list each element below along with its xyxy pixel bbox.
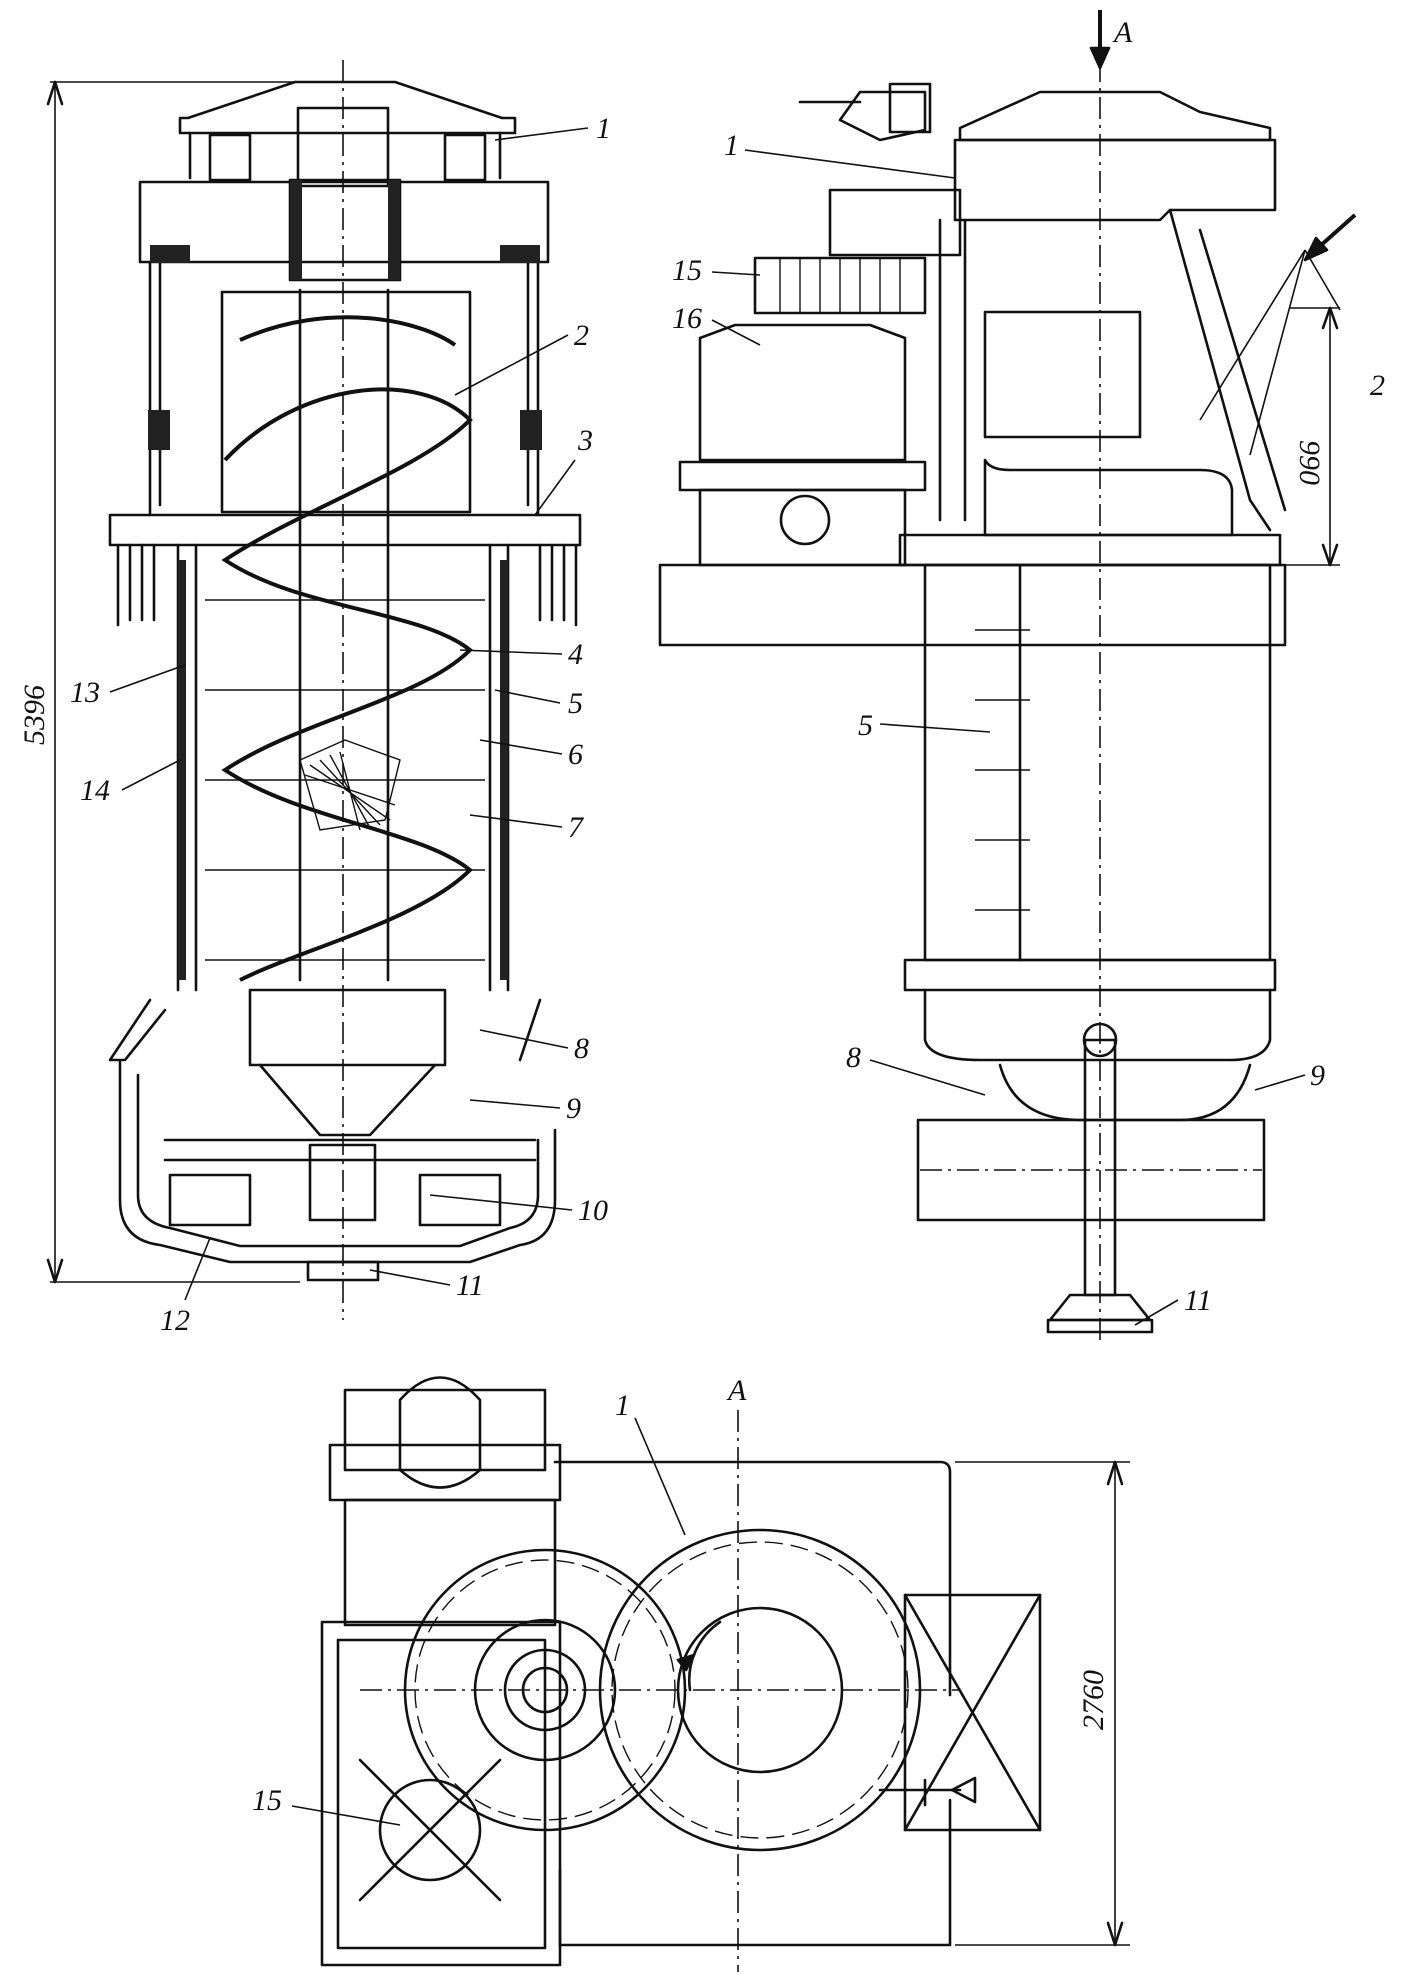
offset-dimension-label: 990 <box>1293 440 1326 485</box>
callout-14: 14 <box>80 774 110 807</box>
callout-12: 12 <box>160 1304 190 1337</box>
callout-13: 13 <box>70 676 100 709</box>
callout-2: 2 <box>574 319 589 352</box>
plan-view: A <box>252 1374 1130 1972</box>
callout-1: 1 <box>596 112 611 145</box>
callout-4: 4 <box>568 638 583 671</box>
height-dimension-label: 5396 <box>18 685 51 745</box>
callout-9: 9 <box>566 1092 581 1125</box>
callout-10: 10 <box>578 1194 608 1227</box>
view-mark-a-plan: A <box>726 1374 747 1407</box>
callout-5: 5 <box>568 687 583 720</box>
side-callout-8: 8 <box>846 1041 861 1074</box>
side-view: A <box>658 10 1385 1340</box>
plan-callout-1: 1 <box>615 1389 630 1422</box>
side-callout-16: 16 <box>672 302 702 335</box>
width-dimension-label: 2760 <box>1077 1670 1110 1730</box>
side-callout-11: 11 <box>1184 1284 1212 1317</box>
callout-3: 3 <box>577 424 593 457</box>
callout-6: 6 <box>568 738 583 771</box>
side-callout-5: 5 <box>858 709 873 742</box>
callout-7: 7 <box>568 811 585 844</box>
plan-callout-15: 15 <box>252 1784 282 1817</box>
callout-11: 11 <box>456 1269 484 1302</box>
side-callout-15: 15 <box>672 254 702 287</box>
section-view: 5396 1 2 3 4 5 6 7 8 9 10 11 12 13 <box>18 60 611 1337</box>
side-callout-9: 9 <box>1310 1059 1325 1092</box>
view-mark-a-side: A <box>1112 16 1133 49</box>
callout-8: 8 <box>574 1032 589 1065</box>
side-callout-2: 2 <box>1370 369 1385 402</box>
side-callout-1: 1 <box>724 129 739 162</box>
